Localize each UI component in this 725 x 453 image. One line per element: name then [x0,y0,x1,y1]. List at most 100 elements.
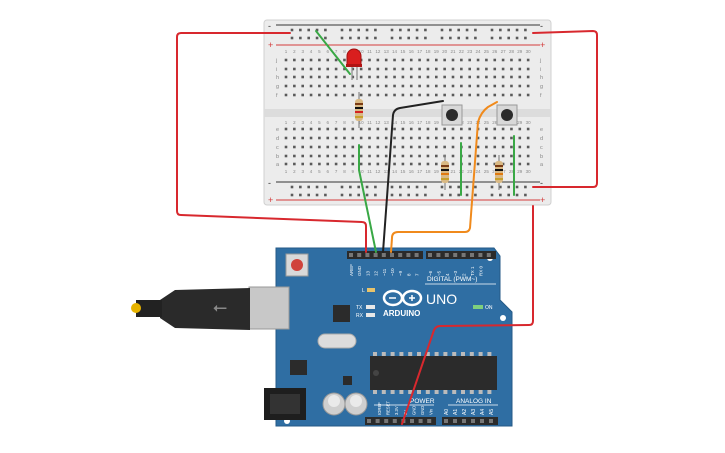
rail-hole[interactable] [399,185,402,189]
breadboard-hole[interactable] [284,127,288,131]
breadboard-hole[interactable] [443,145,446,149]
rail-hole[interactable] [424,36,427,40]
breadboard-hole[interactable] [526,67,530,71]
rail-hole[interactable] [299,193,302,197]
breadboard-hole[interactable] [435,127,438,131]
breadboard-hole[interactable] [384,127,388,131]
breadboard-hole[interactable] [476,93,480,97]
rail-hole[interactable] [490,36,494,40]
rail-hole[interactable] [299,185,302,189]
rail-hole[interactable] [357,28,360,32]
breadboard-hole[interactable] [526,162,530,166]
breadboard-hole[interactable] [376,67,380,71]
rail-hole[interactable] [457,36,460,40]
breadboard-hole[interactable] [326,75,330,79]
breadboard-hole[interactable] [384,75,388,79]
breadboard-hole[interactable] [359,127,363,131]
pushbutton-2[interactable] [496,104,518,126]
breadboard-hole[interactable] [518,58,522,62]
breadboard-hole[interactable] [326,136,330,140]
header-pin[interactable] [373,253,378,257]
breadboard-hole[interactable] [301,127,304,131]
breadboard-hole[interactable] [351,162,355,166]
rail-hole[interactable] [307,193,310,197]
breadboard-hole[interactable] [501,58,505,62]
breadboard-hole[interactable] [409,154,413,158]
breadboard-hole[interactable] [384,58,388,62]
breadboard-hole[interactable] [443,75,446,79]
breadboard-hole[interactable] [376,154,380,158]
rail-hole[interactable] [490,28,494,32]
breadboard-hole[interactable] [510,67,513,71]
breadboard-hole[interactable] [418,154,421,158]
breadboard-hole[interactable] [510,84,513,88]
rail-hole[interactable] [449,36,452,40]
rail-hole[interactable] [424,28,427,32]
breadboard-hole[interactable] [485,93,488,97]
breadboard-hole[interactable] [293,75,296,79]
rail-hole[interactable] [499,193,502,197]
rail-hole[interactable] [515,28,519,32]
breadboard-hole[interactable] [326,67,330,71]
breadboard-hole[interactable] [334,75,338,79]
rail-hole[interactable] [440,185,444,189]
breadboard-hole[interactable] [334,127,338,131]
pushbutton-1[interactable] [441,104,463,126]
rail-hole[interactable] [307,185,310,189]
breadboard-hole[interactable] [409,84,413,88]
rail-hole[interactable] [307,36,310,40]
resistor-button-1[interactable] [441,155,449,190]
header-pin[interactable] [444,419,448,423]
breadboard-hole[interactable] [343,67,346,71]
wire-black-button[interactable] [382,100,444,253]
breadboard-hole[interactable] [284,93,288,97]
rail-hole[interactable] [440,36,444,40]
breadboard-hole[interactable] [326,58,330,62]
breadboard-hole[interactable] [526,127,530,131]
breadboard-hole[interactable] [309,93,313,97]
rail-hole[interactable] [499,36,502,40]
rail-hole[interactable] [324,28,327,32]
breadboard-hole[interactable] [384,84,388,88]
breadboard-hole[interactable] [501,93,505,97]
rail-hole[interactable] [349,28,352,32]
resistor-button-2[interactable] [495,155,503,190]
breadboard-hole[interactable] [359,67,363,71]
breadboard-hole[interactable] [284,136,288,140]
breadboard-hole[interactable] [401,136,405,140]
breadboard-hole[interactable] [376,93,380,97]
rail-hole[interactable] [515,36,519,40]
breadboard-hole[interactable] [451,162,455,166]
breadboard-hole[interactable] [451,67,455,71]
breadboard-hole[interactable] [393,145,396,149]
rail-hole[interactable] [349,36,352,40]
rail-hole[interactable] [507,185,510,189]
header-pin[interactable] [367,419,371,423]
header-pin[interactable] [381,253,386,257]
rail-hole[interactable] [524,193,527,197]
breadboard-hole[interactable] [401,145,405,149]
breadboard-hole[interactable] [476,67,480,71]
breadboard-hole[interactable] [284,154,288,158]
breadboard-hole[interactable] [393,127,396,131]
breadboard-hole[interactable] [493,127,497,131]
rail-hole[interactable] [307,28,310,32]
rail-hole[interactable] [315,36,319,40]
breadboard-hole[interactable] [359,75,363,79]
breadboard-hole[interactable] [318,145,321,149]
breadboard-hole[interactable] [326,162,330,166]
breadboard-hole[interactable] [435,136,438,140]
breadboard-hole[interactable] [409,93,413,97]
breadboard-hole[interactable] [351,154,355,158]
rail-hole[interactable] [399,193,402,197]
breadboard-hole[interactable] [343,58,346,62]
breadboard-hole[interactable] [468,75,471,79]
breadboard-hole[interactable] [443,127,446,131]
rail-hole[interactable] [357,185,360,189]
breadboard-hole[interactable] [318,162,321,166]
breadboard-hole[interactable] [485,75,488,79]
breadboard-hole[interactable] [426,58,430,62]
breadboard-hole[interactable] [318,154,321,158]
breadboard-hole[interactable] [460,58,463,62]
breadboard-hole[interactable] [451,136,455,140]
